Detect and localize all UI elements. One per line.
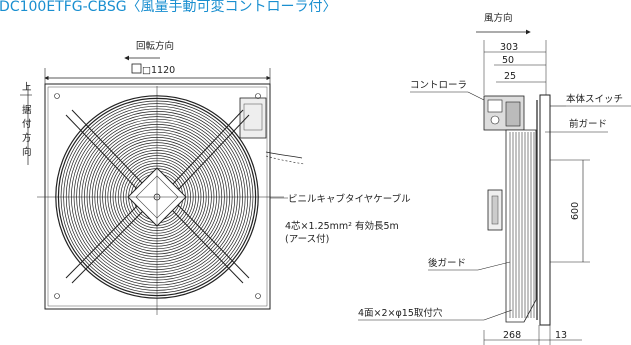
power-cable [265, 151, 303, 159]
rear-guard-wires [509, 132, 535, 318]
square-symbol [131, 63, 142, 74]
front-controller-box [239, 97, 267, 139]
dim-50: 50 [502, 55, 514, 66]
dim-268: 268 [503, 330, 521, 341]
install-dir-char-2: 据 [22, 104, 32, 116]
controller-label: コントローラ [410, 80, 467, 91]
page-title: -DC100ETFG-CBSG〈風量手動可変コントローラ付〉 [0, 0, 337, 15]
front-view: 回転方向 □1120 上 据 付 方 向 [20, 40, 411, 315]
dim-25: 25 [504, 71, 516, 82]
front-guard-label: 前ガード [569, 118, 607, 130]
install-dir-char-3: 付 [22, 119, 32, 130]
main-switch-label: 本体スイッチ [566, 93, 623, 105]
install-dir-char-1: 上 [22, 82, 32, 93]
mount-hole-label: 4面×2×φ15取付穴 [358, 307, 443, 319]
rotation-direction-label: 回転方向 [136, 40, 174, 52]
cable-type-label: ビニルキャブタイヤケーブル [288, 193, 411, 205]
install-dir-char-5: 向 [22, 146, 32, 158]
controller-knob [490, 115, 500, 125]
dim-600: 600 [570, 202, 581, 220]
cable-spec-line1: 4芯×1.25mm² 有効長5m [285, 220, 399, 232]
cable-spec-line2: (アース付) [285, 234, 329, 245]
airflow-direction-label: 風方向 [484, 12, 513, 24]
size-dimension-label: □1120 [142, 65, 175, 76]
install-dir-char-4: 方 [22, 132, 32, 144]
frame-plate [539, 94, 551, 326]
dim-13: 13 [555, 330, 567, 341]
support-arms [65, 109, 250, 284]
rear-guard-label: 後ガード [428, 257, 466, 269]
side-view: 風方向 303 50 25 コントローラ 本体スイッチ 前ガード [358, 12, 631, 345]
dim-303: 303 [500, 42, 518, 53]
fan-side-body [505, 129, 537, 323]
